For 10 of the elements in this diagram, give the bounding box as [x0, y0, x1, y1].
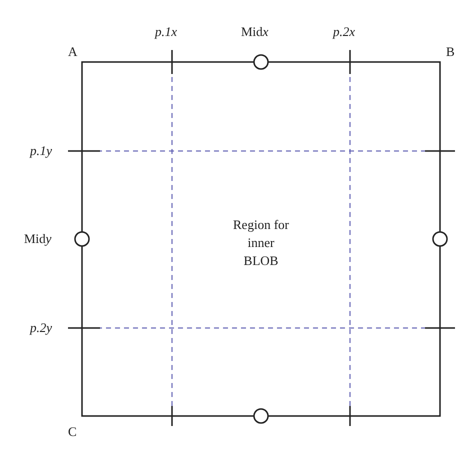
point-label: p.2x — [333, 24, 356, 40]
corner-label: A — [68, 44, 78, 60]
region-label: Region for inner BLOB — [232, 216, 290, 270]
corner-label: B — [446, 44, 455, 60]
point-label: Midy — [24, 231, 52, 247]
point-label: p.1y — [30, 143, 52, 159]
corner-label: C — [68, 424, 77, 440]
point-label: Midx — [241, 24, 268, 40]
point-label: p.1x — [155, 24, 178, 40]
point-label: p.2y — [30, 320, 52, 336]
